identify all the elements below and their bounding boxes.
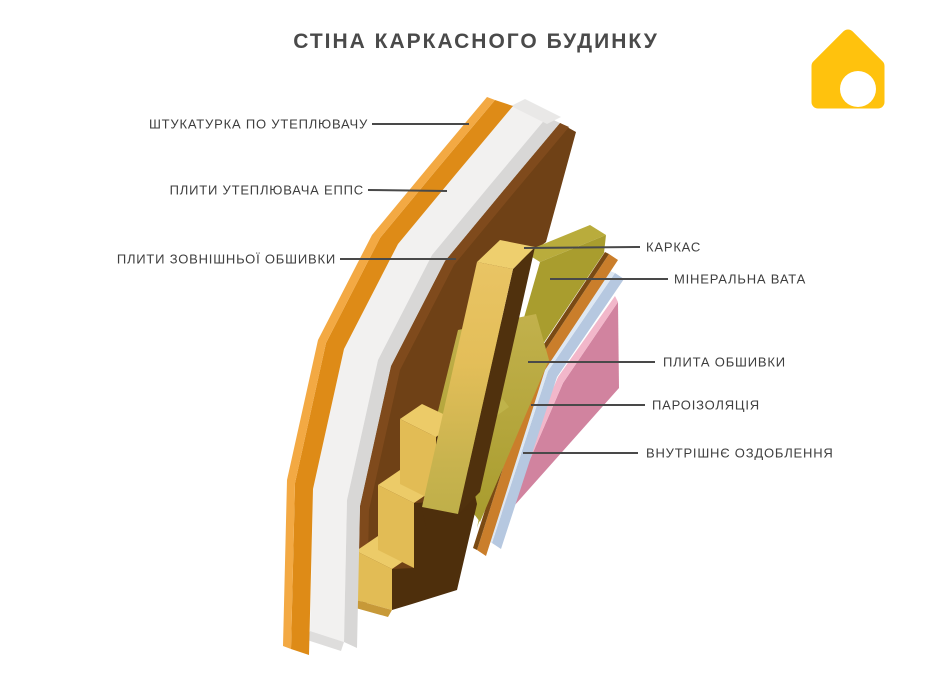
callout-line-eps bbox=[367, 189, 448, 192]
stud-side-face bbox=[458, 247, 535, 514]
sheathing-board-layer bbox=[477, 254, 618, 556]
label-vapor-barrier: ПАРОІЗОЛЯЦІЯ bbox=[652, 397, 760, 413]
eps-top-face bbox=[511, 99, 561, 124]
mineral-wool-front bbox=[477, 235, 606, 528]
page-title: СТІНА КАРКАСНОГО БУДИНКУ bbox=[293, 30, 659, 53]
interior-finish-layer bbox=[506, 302, 619, 515]
step2-front-face bbox=[378, 485, 414, 568]
vapor-barrier-highlight bbox=[487, 271, 615, 543]
label-interior-finish: ВНУТРІШНЄ ОЗДОБЛЕННЯ bbox=[646, 445, 834, 461]
house-logo-circle bbox=[840, 71, 876, 107]
label-plaster: ШТУКАТУРКА ПО УТЕПЛЮВАЧУ bbox=[148, 116, 368, 132]
vapor-barrier-layer bbox=[492, 273, 624, 549]
mineral-wool-top-face bbox=[524, 225, 606, 262]
label-eps: ПЛИТИ УТЕПЛЮВАЧА ЕППС bbox=[169, 182, 364, 198]
step1-front-face bbox=[400, 419, 436, 502]
step3-bottom-face bbox=[352, 600, 392, 617]
external-sheathing-cut-edge bbox=[358, 123, 569, 604]
label-frame: КАРКАС bbox=[646, 239, 702, 255]
label-mineral-wool: МІНЕРАЛЬНА ВАТА bbox=[674, 271, 807, 287]
label-sheathing-board: ПЛИТА ОБШИВКИ bbox=[663, 354, 786, 370]
eps-side-face bbox=[344, 117, 560, 648]
stud-top-face bbox=[477, 240, 535, 269]
label-ext-sheathing: ПЛИТИ ЗОВНІШНЬОЇ ОБШИВКИ bbox=[116, 251, 336, 267]
callout-line-frame bbox=[523, 246, 641, 249]
step3-front-face bbox=[356, 551, 392, 610]
stud-front-face bbox=[422, 262, 513, 514]
house-logo-icon bbox=[811, 29, 885, 109]
eps-front-face bbox=[310, 106, 547, 642]
eps-bottom-face bbox=[307, 631, 344, 651]
plaster-main bbox=[291, 100, 513, 655]
cavity-shadow-under-stud bbox=[422, 505, 476, 548]
